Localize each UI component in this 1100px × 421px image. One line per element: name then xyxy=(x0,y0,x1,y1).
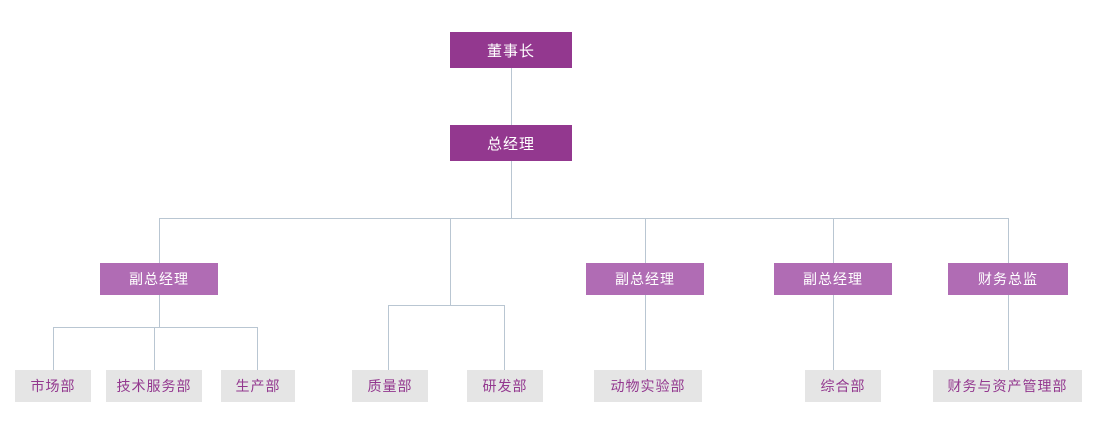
connector-bus-to-marketing xyxy=(53,327,54,370)
node-vice-gm-2[interactable]: 副总经理 xyxy=(586,263,704,295)
node-technical-service[interactable]: 技术服务部 xyxy=(106,370,202,402)
node-production[interactable]: 生产部 xyxy=(221,370,295,402)
node-chairman[interactable]: 董事长 xyxy=(450,32,572,68)
connector-vice-gm-1-down xyxy=(159,295,160,327)
connector-bus-to-vice-gm-3 xyxy=(833,218,834,263)
connector-bus-to-quality-rd-bus xyxy=(450,218,451,305)
node-animal-experiment[interactable]: 动物实验部 xyxy=(594,370,702,402)
node-vice-gm-1[interactable]: 副总经理 xyxy=(100,263,218,295)
node-general-affairs[interactable]: 综合部 xyxy=(805,370,881,402)
node-research-development[interactable]: 研发部 xyxy=(467,370,543,402)
connector-bus-to-research-development xyxy=(504,305,505,370)
connector-vice-gm-1-bus xyxy=(53,327,257,328)
node-quality[interactable]: 质量部 xyxy=(352,370,428,402)
connector-chairman-to-gm xyxy=(511,68,512,125)
node-finance-asset-management[interactable]: 财务与资产管理部 xyxy=(933,370,1082,402)
connector-bus-to-quality xyxy=(388,305,389,370)
connector-bus-to-vice-gm-2 xyxy=(645,218,646,263)
connector-quality-rd-bus xyxy=(388,305,504,306)
node-general-manager[interactable]: 总经理 xyxy=(450,125,572,161)
connector-bus-to-technical-service xyxy=(154,327,155,370)
connector-main-bus xyxy=(159,218,1009,219)
connector-cfo-to-finance-asset-management xyxy=(1008,295,1009,370)
connector-bus-to-cfo xyxy=(1008,218,1009,263)
connector-vice-gm-3-to-general-affairs xyxy=(833,295,834,370)
connector-gm-to-bus xyxy=(511,161,512,218)
node-marketing[interactable]: 市场部 xyxy=(15,370,91,402)
connector-bus-to-vice-gm-1 xyxy=(159,218,160,263)
node-vice-gm-3[interactable]: 副总经理 xyxy=(774,263,892,295)
connector-vice-gm-2-to-animal-experiment xyxy=(645,295,646,370)
connector-bus-to-production xyxy=(257,327,258,370)
node-cfo[interactable]: 财务总监 xyxy=(948,263,1068,295)
